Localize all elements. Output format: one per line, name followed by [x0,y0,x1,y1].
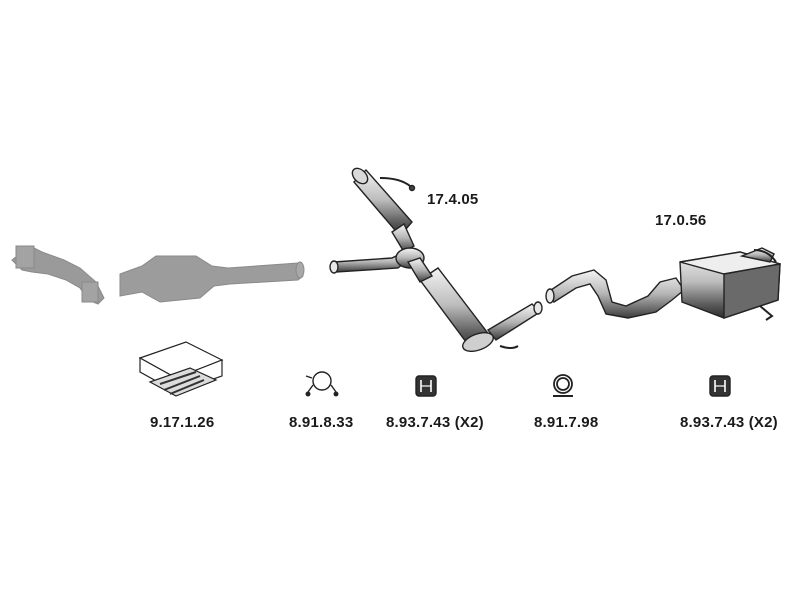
band-clamp-code: 8.91.7.98 [534,414,599,431]
center-muffler-assembly [329,167,543,352]
rubber-mount-rear-code: 8.93.7.43 (X2) [680,414,778,431]
pipe-clamp-code: 8.91.8.33 [289,414,354,431]
band-clamp-icon [553,374,573,397]
rear-muffler-assembly [545,247,781,321]
front-downpipe [11,245,105,305]
rear-muffler-code: 17.0.56 [655,212,707,229]
rubber-mount-front-code: 8.93.7.43 (X2) [386,414,484,431]
rubber-mount-rear-icon [709,375,731,397]
catalytic-converter [119,255,305,303]
mounting-kit-box [138,341,224,397]
center-muffler-code: 17.4.05 [427,191,479,208]
mounting-kit-code: 9.17.1.26 [150,414,215,431]
pipe-clamp-icon [305,371,339,397]
rubber-mount-icon [415,375,437,397]
